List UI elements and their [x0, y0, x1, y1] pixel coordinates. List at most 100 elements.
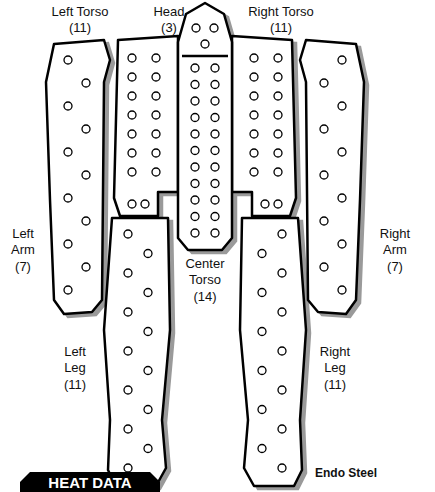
armor-circle	[211, 64, 219, 72]
armor-circle	[278, 425, 286, 433]
right-torso-outline	[232, 36, 296, 216]
armor-circle	[278, 464, 286, 472]
label-group: Right Torso(11)	[236, 4, 326, 37]
armor-circle	[191, 114, 199, 122]
armor-circle	[64, 286, 72, 294]
armor-circle	[191, 196, 199, 204]
armor-circle	[274, 149, 282, 157]
label-group: Endo Steel	[304, 466, 388, 481]
armor-circle	[278, 230, 286, 238]
armor-circle	[278, 386, 286, 394]
armor-circle	[128, 54, 136, 62]
armor-circle	[250, 130, 258, 138]
armor-circle	[320, 125, 328, 133]
armor-circle	[152, 168, 160, 176]
armor-value: (11)	[54, 377, 96, 393]
label-group: Right Arm(7)	[372, 226, 418, 275]
armor-circle	[250, 111, 258, 119]
structure-type: Endo Steel	[304, 466, 388, 481]
armor-circle	[124, 230, 132, 238]
armor-circle	[82, 217, 90, 225]
armor-circle	[64, 194, 72, 202]
armor-circle	[338, 240, 346, 248]
armor-circle	[258, 328, 266, 336]
label-group: Head(3)	[146, 4, 192, 37]
armor-value: (11)	[236, 20, 326, 36]
armor-circle	[82, 79, 90, 87]
armor-circle	[250, 73, 258, 81]
armor-circle	[320, 79, 328, 87]
armor-circle	[278, 347, 286, 355]
label-group: Left Arm(7)	[2, 226, 44, 275]
armor-circle	[274, 200, 282, 208]
left-torso-outline	[114, 36, 178, 216]
left-leg-outline	[104, 218, 170, 486]
part-name: Left Arm	[2, 226, 44, 259]
armor-circle	[250, 149, 258, 157]
armor-value: (7)	[2, 259, 44, 275]
armor-circle	[274, 73, 282, 81]
armor-circle	[320, 171, 328, 179]
armor-circle	[274, 130, 282, 138]
armor-circle	[338, 148, 346, 156]
label-group: Left Leg(11)	[54, 344, 96, 393]
armor-circle	[320, 217, 328, 225]
armor-circle	[211, 213, 219, 221]
armor-circle	[191, 64, 199, 72]
right-leg-outline	[240, 218, 306, 486]
armor-circle	[274, 168, 282, 176]
armor-circle	[338, 286, 346, 294]
armor-circle	[152, 149, 160, 157]
armor-circle	[250, 54, 258, 62]
armor-circle	[211, 81, 219, 89]
part-name: Head	[146, 4, 192, 20]
label-group: HEAT DATA	[26, 474, 154, 491]
armor-circle	[211, 229, 219, 237]
armor-circle	[128, 168, 136, 176]
armor-circle	[64, 240, 72, 248]
armor-circle	[82, 171, 90, 179]
armor-circle	[258, 445, 266, 453]
armor-circle	[64, 148, 72, 156]
armor-circle	[152, 54, 160, 62]
armor-circle	[152, 111, 160, 119]
armor-value: (11)	[36, 20, 124, 36]
armor-circle	[82, 263, 90, 271]
armor-circle	[191, 213, 199, 221]
part-name: Right Torso	[236, 4, 326, 20]
armor-circle	[128, 111, 136, 119]
armor-value: (3)	[146, 20, 192, 36]
armor-circle	[258, 250, 266, 258]
armor-circle	[211, 130, 219, 138]
part-name: Right Arm	[372, 226, 418, 259]
armor-circle	[191, 81, 199, 89]
armor-circle	[128, 92, 136, 100]
armor-circle	[192, 24, 200, 32]
armor-circle	[338, 102, 346, 110]
armor-circle	[278, 308, 286, 316]
armor-circle	[124, 425, 132, 433]
armor-circle	[124, 347, 132, 355]
armor-circle	[320, 263, 328, 271]
armor-circle	[258, 367, 266, 375]
armor-circle	[128, 200, 136, 208]
armor-circle	[191, 163, 199, 171]
armor-circle	[152, 92, 160, 100]
armor-circle	[274, 54, 282, 62]
part-name: Center Torso	[172, 256, 238, 289]
armor-circle	[210, 24, 218, 32]
part-name: Right Leg	[314, 344, 356, 377]
armor-circle	[191, 97, 199, 105]
banner-title: HEAT DATA	[26, 474, 154, 491]
armor-circle	[144, 289, 152, 297]
armor-circle	[144, 367, 152, 375]
armor-circle	[250, 168, 258, 176]
armor-value: (7)	[372, 259, 418, 275]
armor-circle	[191, 147, 199, 155]
armor-circle	[191, 130, 199, 138]
label-group: Left Torso(11)	[36, 4, 124, 37]
armor-circle	[261, 200, 269, 208]
armor-circle	[211, 97, 219, 105]
armor-circle	[211, 163, 219, 171]
armor-circle	[274, 111, 282, 119]
